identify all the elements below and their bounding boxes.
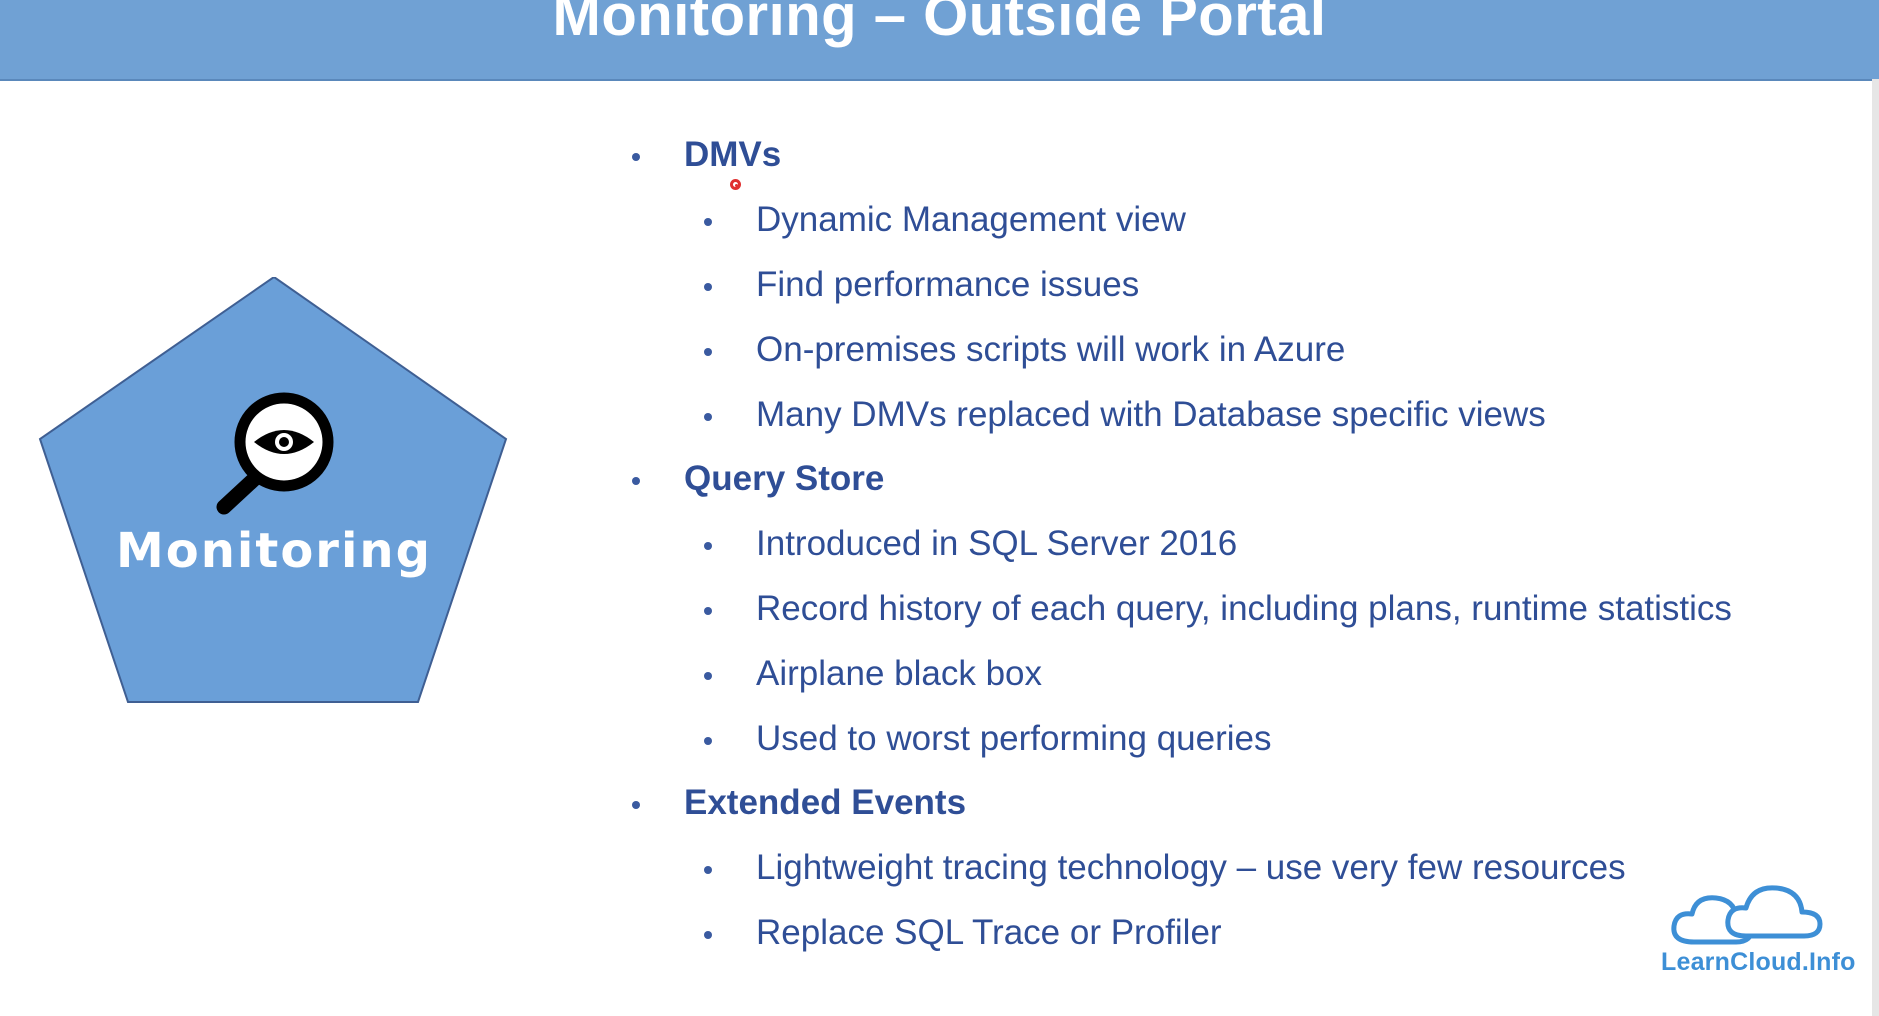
item-text: Replace SQL Trace or Profiler [756, 913, 1222, 952]
heading-text: DMVs [684, 135, 782, 174]
pentagon-label: Monitoring [116, 523, 432, 579]
item-text: Airplane black box [756, 654, 1042, 693]
slide-title-bar: Monitoring – Outside Portal [0, 0, 1879, 81]
item-text: Used to worst performing queries [756, 719, 1272, 758]
clouds-icon [1671, 885, 1823, 945]
bullet-dot [704, 672, 712, 680]
bullet-dot [704, 218, 712, 226]
brand-logo-text: LearnCloud.Info [1661, 948, 1856, 976]
item-text: Dynamic Management view [756, 200, 1186, 239]
bullet-dot [704, 866, 712, 874]
heading-text: Query Store [684, 459, 885, 498]
magnifier-eye-icon [216, 392, 334, 515]
bullet-dot [704, 348, 712, 356]
bullet-dot [704, 607, 712, 615]
item-text: Record history of each query, including … [756, 589, 1732, 628]
bullet-dot [704, 931, 712, 939]
bullet-dot [704, 737, 712, 745]
window-edge [1872, 79, 1879, 1016]
bullet-dot [704, 413, 712, 421]
bullet-dot [632, 477, 640, 485]
item-text: On-premises scripts will work in Azure [756, 330, 1346, 369]
item-text: Find performance issues [756, 265, 1140, 304]
bullet-dot [704, 283, 712, 291]
heading-text: Extended Events [684, 783, 967, 822]
bullet-dot [704, 542, 712, 550]
monitoring-pentagon: Monitoring [38, 277, 508, 703]
mouse-pointer-indicator [730, 179, 741, 190]
item-text: Introduced in SQL Server 2016 [756, 524, 1238, 563]
item-text: Many DMVs replaced with Database specifi… [756, 395, 1546, 434]
bullet-dot [632, 153, 640, 161]
item-text: Lightweight tracing technology – use ver… [756, 848, 1626, 887]
bullet-dot [632, 801, 640, 809]
slide-title: Monitoring – Outside Portal [552, 0, 1327, 48]
